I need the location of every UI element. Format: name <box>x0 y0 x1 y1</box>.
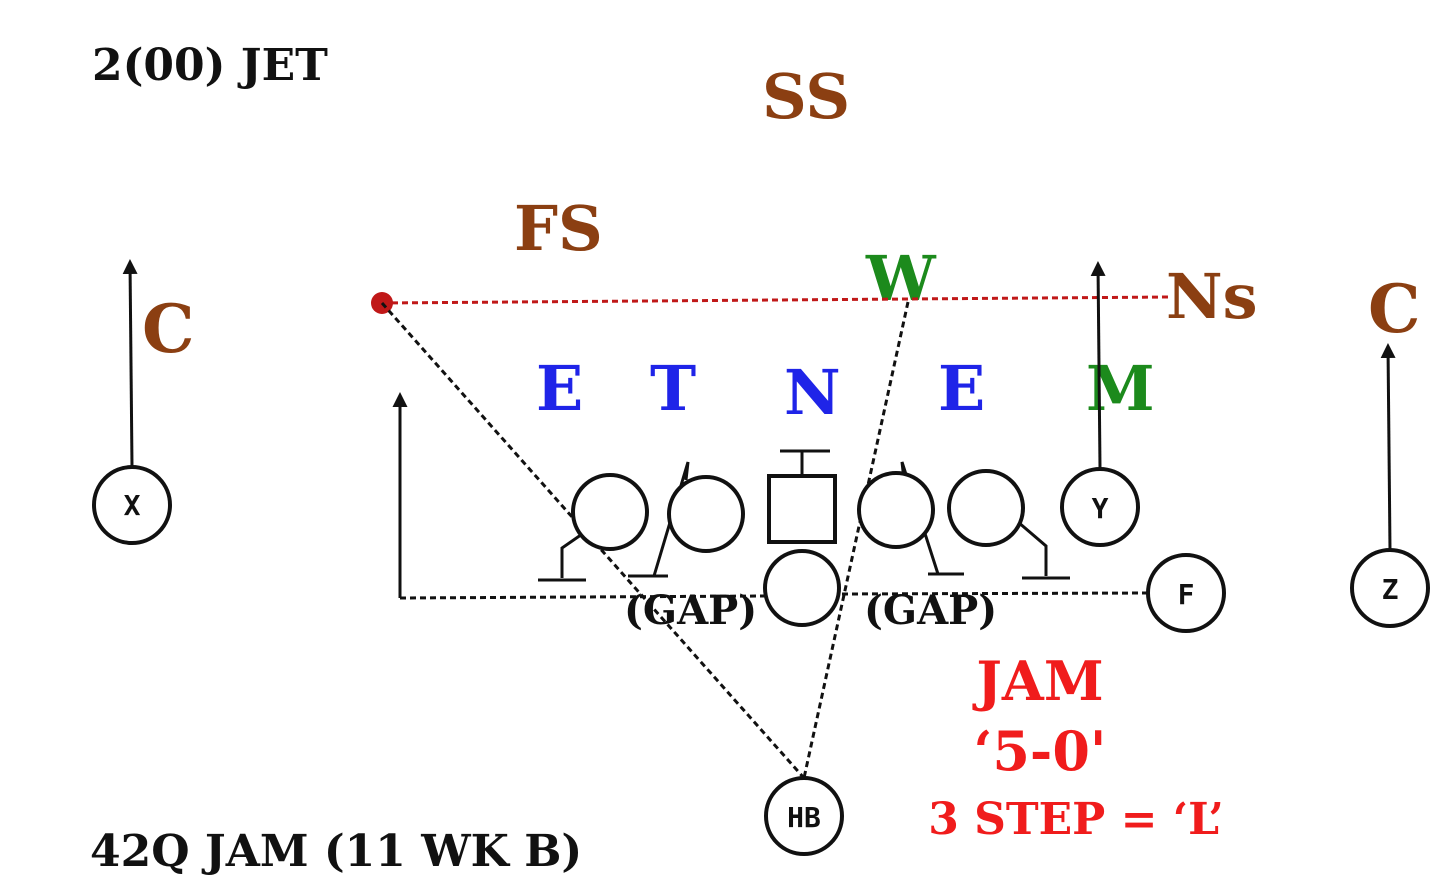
player-f: F <box>1146 553 1226 633</box>
call-step: 3 STEP = ‘L’ <box>928 794 1224 845</box>
left-guard <box>667 475 745 553</box>
z-route-arrow <box>1380 343 1396 551</box>
corner-left-label: C <box>142 290 195 368</box>
end-left-label: E <box>536 352 583 425</box>
call-front: ‘5-0' <box>974 719 1107 783</box>
gap-label-right: (GAP) <box>864 587 997 634</box>
right-guard <box>857 471 935 549</box>
player-hb-label: HB <box>787 801 821 834</box>
block-left-guard <box>628 461 690 578</box>
hb-to-w-path <box>802 301 910 779</box>
center <box>767 474 837 544</box>
player-x: X <box>92 465 172 545</box>
player-z-label: Z <box>1382 573 1399 606</box>
block-center <box>780 449 830 476</box>
nose-label: N <box>784 356 841 429</box>
play-call-title: 42Q JAM (11 WK B) <box>90 826 582 877</box>
end-right-label: E <box>938 352 985 425</box>
gap-line-left <box>399 594 767 600</box>
mike-lb-label: M <box>1086 352 1155 425</box>
left-tackle <box>571 473 649 551</box>
hb-to-fs-path <box>380 302 806 779</box>
gap-label-left: (GAP) <box>624 587 757 634</box>
right-tackle <box>947 469 1025 547</box>
player-x-label: X <box>124 489 141 522</box>
weak-lb-label: W <box>865 242 937 315</box>
tackle-label: T <box>650 352 696 425</box>
formation-title: 2(00) JET <box>92 40 328 91</box>
strong-safety-label: SS <box>762 60 850 133</box>
player-f-label: F <box>1178 578 1195 611</box>
player-hb: HB <box>764 776 844 856</box>
call-jam: JAM <box>972 649 1103 713</box>
x-route-arrow <box>122 259 138 467</box>
free-safety-label: FS <box>514 192 603 265</box>
player-z: Z <box>1350 548 1430 628</box>
block-right-tackle <box>1017 520 1070 580</box>
player-y: Y <box>1060 467 1140 547</box>
motion-line <box>381 295 1171 305</box>
gap-line-right <box>841 591 1149 596</box>
corner-right-label: C <box>1368 270 1421 348</box>
player-y-label: Y <box>1092 492 1109 525</box>
nickel-label: Ns <box>1166 260 1258 333</box>
quarterback <box>763 549 841 627</box>
y-route-arrow <box>1090 261 1106 469</box>
